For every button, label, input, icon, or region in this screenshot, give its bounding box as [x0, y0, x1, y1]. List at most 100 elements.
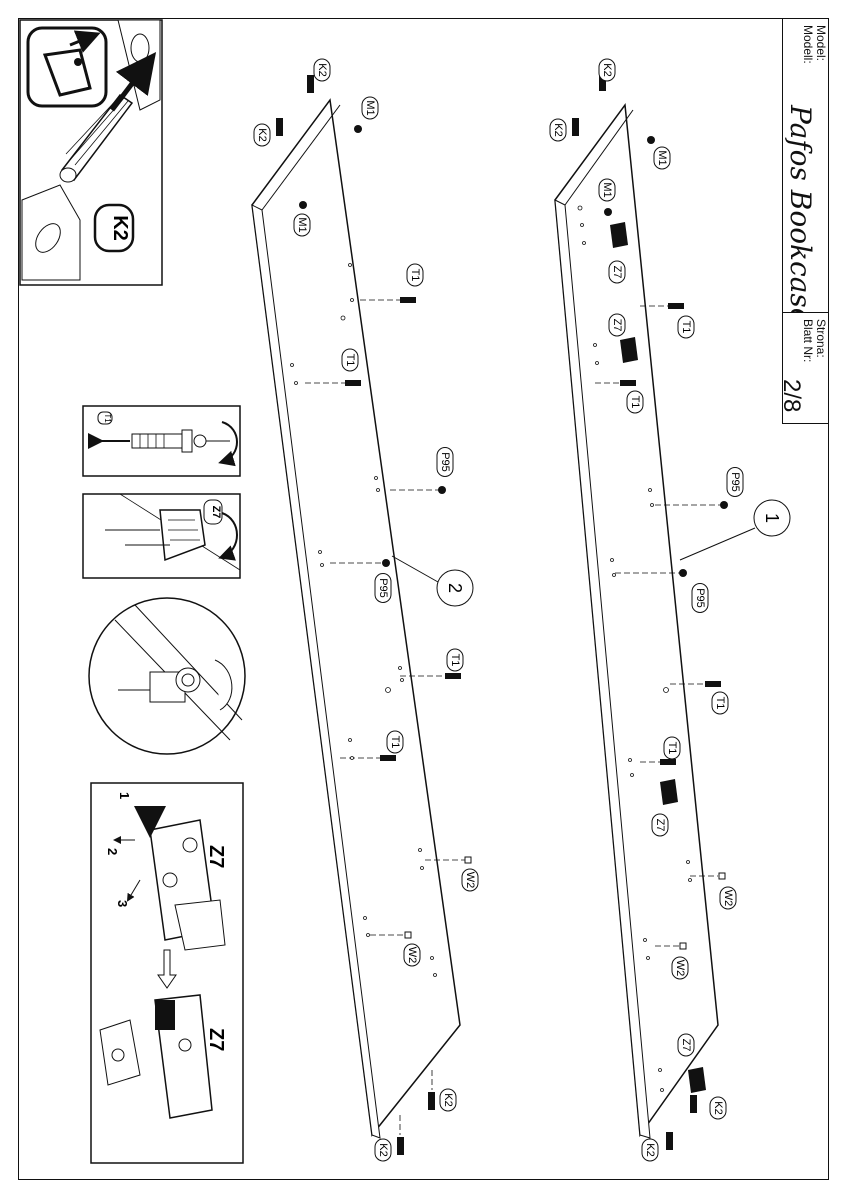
w2-dowel-icon	[679, 942, 687, 950]
m1-insert-icon	[354, 125, 362, 133]
z7-label-a: Z7	[205, 845, 227, 868]
panel-2-part-label-text: W2	[464, 872, 476, 889]
panel-1-part-label: T1	[663, 736, 681, 760]
panel-1-part-label: Z7	[608, 313, 626, 337]
t1-bolt-icon	[620, 380, 636, 386]
z7-step-3: 3	[115, 900, 130, 907]
panel-1-part-label: P95	[691, 583, 709, 613]
panel-1-part-label: Z7	[608, 260, 626, 284]
t1-bolt-icon	[660, 759, 676, 765]
panel-1-part-label: T1	[677, 315, 695, 339]
z7-assembly-detail: 1 2 3 Z7 Z7	[90, 782, 244, 1164]
title-block-page: Strona: Blatt Nr: 2/8	[778, 312, 829, 424]
panel-2-part-label: W2	[403, 943, 421, 967]
panel-1-part-label-text: Z7	[611, 319, 623, 332]
p95-cam-icon	[720, 501, 728, 509]
z7-detail: Z7	[82, 493, 241, 579]
panel-2-part-label: M1	[361, 96, 379, 120]
z7-hinge-icon	[688, 1067, 706, 1093]
p95-cam-icon	[679, 569, 687, 577]
t1-bolt-icon	[668, 303, 684, 309]
panel-1-part-label: T1	[626, 390, 644, 414]
z7-step-2: 2	[105, 848, 120, 855]
w2-dowel-icon	[718, 872, 726, 880]
k2-dowel-icon	[599, 73, 606, 91]
panel-1-part-label: T1	[711, 691, 729, 715]
t1-bolt-icon	[445, 673, 461, 679]
panel-2-part-label: T1	[406, 263, 424, 287]
panel-1-part-label-text: K2	[712, 1101, 724, 1114]
panel-2-part-label-text: T1	[449, 654, 461, 667]
t1-detail-label: T1	[103, 413, 112, 423]
t1-detail: T1	[82, 405, 241, 477]
m1-insert-icon	[299, 201, 307, 209]
panel-1-part-label-text: M1	[601, 182, 613, 197]
k2-dowel-icon	[276, 118, 283, 136]
panel-1-part-label-text: W2	[722, 890, 734, 907]
panel-2-part-label-text: K2	[377, 1143, 389, 1156]
panel-2-part-label-text: P95	[377, 578, 389, 598]
panel-2-callout: 2	[445, 583, 465, 593]
page-border	[18, 18, 829, 1180]
panel-1: 1	[554, 73, 791, 1150]
panel-2-part-label-text: T1	[344, 354, 356, 367]
panel-1-part-label-text: Z7	[654, 819, 666, 832]
panel-1-part-label-text: P95	[694, 588, 706, 608]
panel-1-part-label-text: T1	[714, 697, 726, 710]
panel-1-part-label: P95	[726, 467, 744, 497]
z7-hinge-icon	[620, 337, 638, 363]
m1-insert-icon	[604, 208, 612, 216]
panel-2-part-label: T1	[341, 348, 359, 372]
k2-detail: K2	[19, 19, 163, 286]
panel-2-part-label-text: K2	[316, 63, 328, 76]
panel-1-part-label: K2	[549, 118, 567, 142]
z7-hinge-icon	[660, 779, 678, 805]
panel-1-part-label-text: Z7	[611, 266, 623, 279]
panel-1-part-label-text: P95	[729, 472, 741, 492]
panel-1-part-label: M1	[598, 178, 616, 202]
p95-cam-icon	[438, 486, 446, 494]
panel-1-part-label-text: W2	[674, 960, 686, 977]
k2-dowel-icon	[666, 1132, 673, 1150]
panel-1-part-label: W2	[671, 956, 689, 980]
panel-1-part-label-text: T1	[629, 396, 641, 409]
panel-1-part-label: K2	[709, 1096, 727, 1120]
w2-dowel-icon	[404, 931, 412, 939]
k2-detail-label: K2	[109, 215, 131, 241]
w2-dowel-icon	[464, 856, 472, 864]
hinge-magnifier	[88, 597, 246, 755]
panel-2-part-label-text: K2	[442, 1093, 454, 1106]
panel-1-part-label: W2	[719, 886, 737, 910]
t1-bolt-icon	[345, 380, 361, 386]
k2-dowel-icon	[307, 75, 314, 93]
panel-1-part-label: Z7	[677, 1033, 695, 1057]
m1-insert-icon	[647, 136, 655, 144]
panel-2-part-label-text: M1	[296, 217, 308, 232]
panel-2-part-label-text: W2	[406, 947, 418, 964]
panel-2-part-label: K2	[253, 123, 271, 147]
panel-1-part-label-text: M1	[656, 150, 668, 165]
panel-2-part-label: W2	[461, 868, 479, 892]
k2-dowel-icon	[397, 1137, 404, 1155]
panel-1-part-label: Z7	[651, 813, 669, 837]
panel-2-part-label: P95	[436, 447, 454, 477]
panel-1-part-label: K2	[641, 1138, 659, 1162]
panel-1-part-label-text: Z7	[680, 1039, 692, 1052]
k2-dowel-icon	[428, 1092, 435, 1110]
panel-2-part-label: P95	[374, 573, 392, 603]
panel-2-part-label: K2	[439, 1088, 457, 1112]
panel-1-part-label-text: K2	[601, 63, 613, 76]
panel-1-part-label-text: T1	[680, 321, 692, 334]
t1-bolt-icon	[400, 297, 416, 303]
panel-1-part-label-text: K2	[644, 1143, 656, 1156]
panel-1-part-label-text: K2	[552, 123, 564, 136]
panel-2-part-label: M1	[293, 213, 311, 237]
panel-2-part-label: T1	[386, 730, 404, 754]
panel-1-part-label: K2	[598, 58, 616, 82]
panel-2-part-label-text: M1	[364, 100, 376, 115]
panel-2-part-label: K2	[313, 58, 331, 82]
panel-1-part-label: M1	[653, 146, 671, 170]
panel-1-callout: 1	[762, 513, 782, 523]
t1-bolt-icon	[705, 681, 721, 687]
